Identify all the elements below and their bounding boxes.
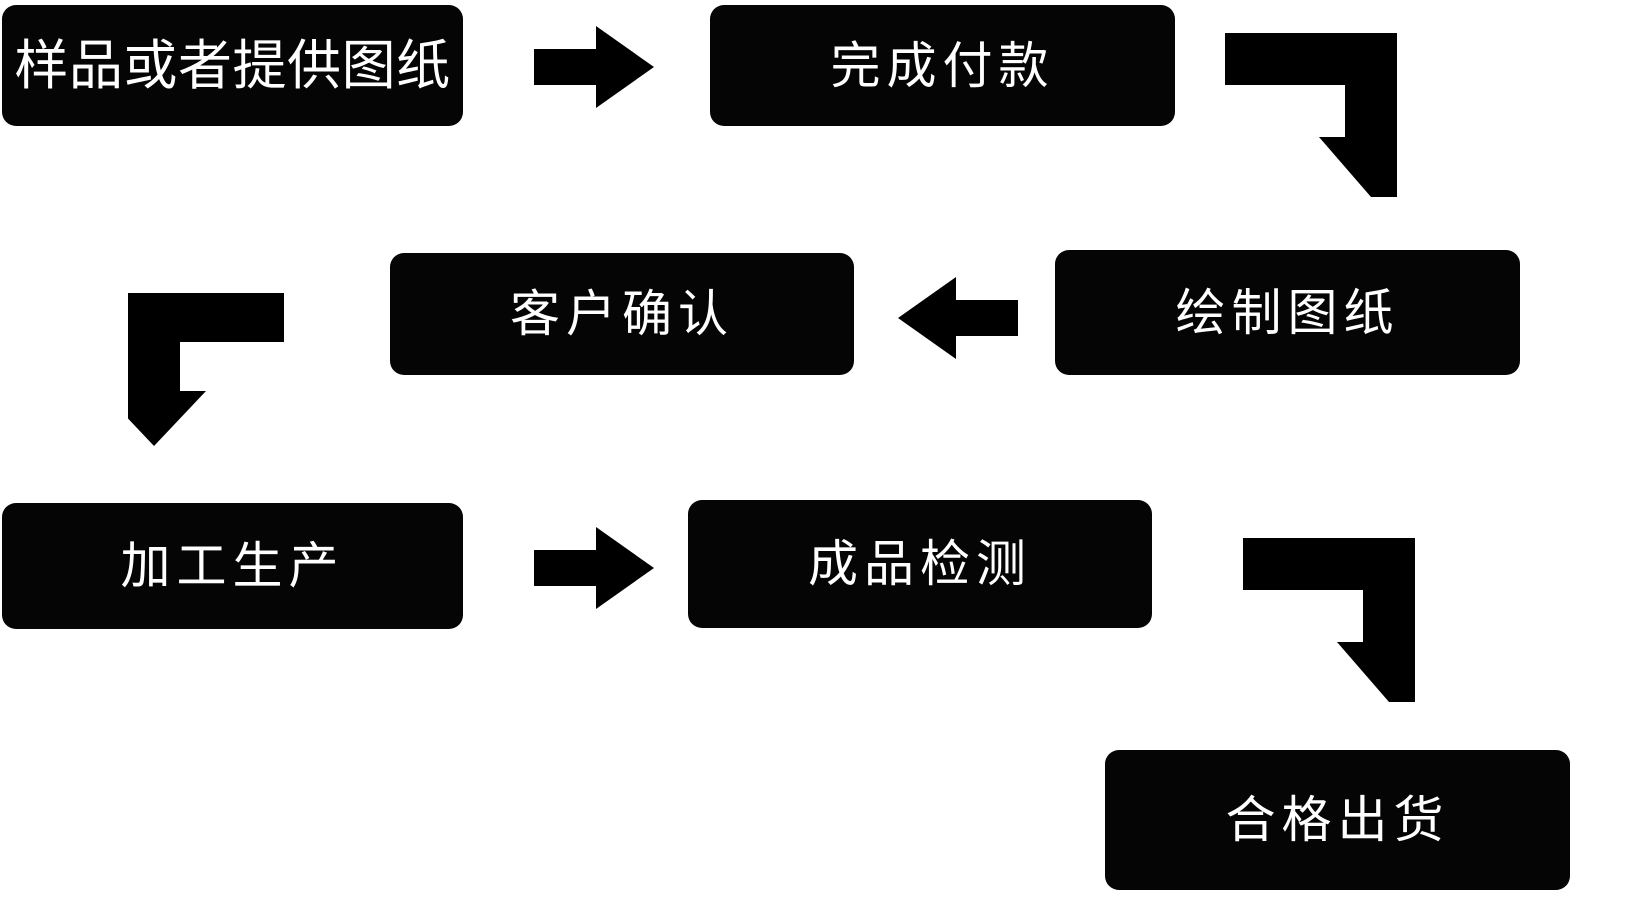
arrow-left-icon [898,277,1018,359]
flow-node-label: 合格出货 [1225,791,1450,849]
flow-node-label: 完成付款 [830,36,1055,95]
flow-node-label: 客户确认 [510,285,734,343]
flow-node-n7[interactable]: 合格出货 [1105,750,1570,890]
flow-node-n6[interactable]: 成品检测 [688,500,1152,628]
arrow-right-icon [534,26,654,108]
elbow-left-down-icon [128,293,284,446]
flow-node-label: 成品检测 [808,535,1032,593]
arrow-right-icon [534,527,654,609]
flow-node-n5[interactable]: 加工生产 [2,503,463,629]
flow-node-n1[interactable]: 样品或者提供图纸 [2,5,463,126]
flow-node-n3[interactable]: 绘制图纸 [1055,250,1520,375]
flow-node-label: 加工生产 [120,537,345,595]
elbow-right-down-icon [1225,33,1397,197]
flow-node-n4[interactable]: 客户确认 [390,253,854,375]
flow-node-label: 样品或者提供图纸 [14,33,451,97]
elbow-right-down-icon [1243,538,1415,702]
flow-node-label: 绘制图纸 [1175,283,1400,342]
flow-node-n2[interactable]: 完成付款 [710,5,1175,126]
